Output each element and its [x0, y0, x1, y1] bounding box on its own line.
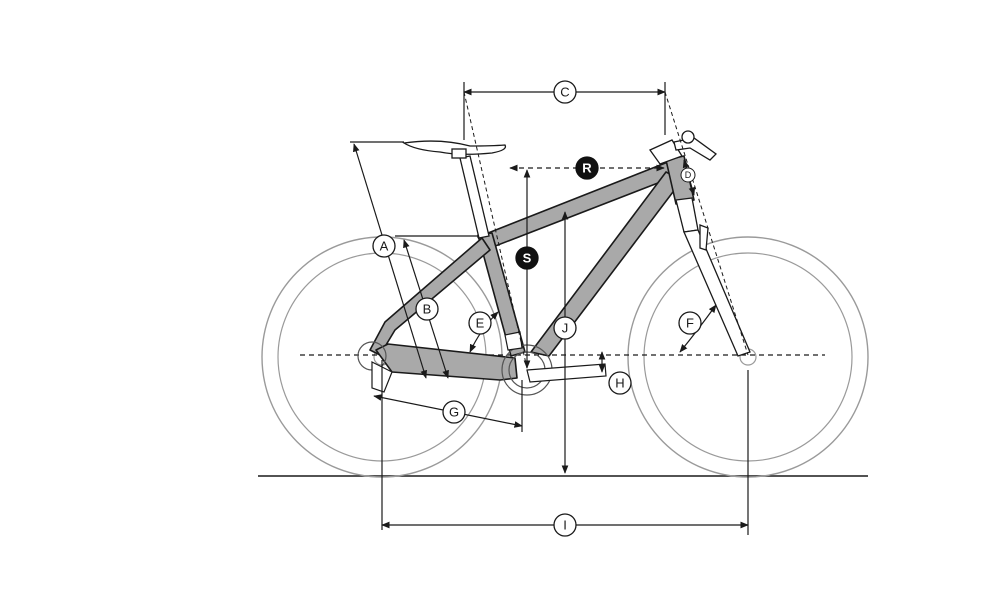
callout-c: C: [553, 80, 577, 104]
callout-e: E: [468, 311, 492, 335]
dimension-a: [353, 143, 427, 379]
callout-j-label: J: [562, 321, 569, 336]
callout-h-label: H: [615, 376, 624, 391]
callout-a: A: [372, 234, 396, 258]
callout-r: R: [575, 156, 599, 180]
callout-i-label: I: [563, 518, 567, 533]
callout-s-label: S: [523, 251, 532, 266]
callout-e-label: E: [476, 316, 485, 331]
stem-handlebar: [649, 130, 717, 165]
callout-d-label: D: [685, 170, 692, 180]
callout-f-label: F: [686, 316, 694, 331]
fork-lower: [683, 229, 751, 357]
stem: [649, 139, 683, 165]
fork-brace: [699, 224, 709, 251]
callout-g-label: G: [449, 405, 459, 420]
seat-tube-axis: [463, 91, 528, 369]
fork-upper: [675, 197, 699, 233]
seatpost-saddle: [402, 140, 507, 239]
seatpost: [459, 155, 490, 239]
callout-i: I: [553, 513, 577, 537]
head-tube-axis: [664, 91, 749, 356]
callout-a-label: A: [380, 239, 389, 254]
saddle-clamp: [451, 148, 467, 159]
callout-d: D: [680, 167, 696, 183]
callout-h: H: [608, 371, 632, 395]
saddle: [402, 140, 507, 155]
callout-j: J: [553, 316, 577, 340]
callout-b-label: B: [423, 302, 432, 317]
callout-b: B: [415, 297, 439, 321]
callout-s: S: [515, 246, 539, 270]
callout-f: F: [678, 311, 702, 335]
fork: [675, 197, 751, 357]
crank-arm: [526, 363, 607, 383]
callout-c-label: C: [560, 85, 569, 100]
callout-g: G: [442, 400, 466, 424]
callout-r-label: R: [582, 161, 592, 176]
handlebar-grip: [681, 130, 695, 144]
